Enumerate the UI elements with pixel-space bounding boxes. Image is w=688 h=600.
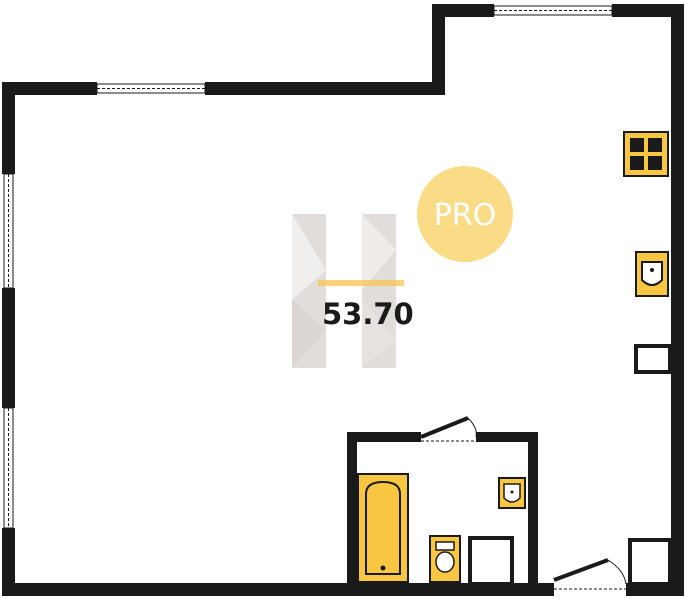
washbasin-icon — [498, 477, 526, 509]
area-label: 53.70 — [322, 297, 414, 331]
toilet-icon — [429, 535, 461, 583]
kitchen-hob-icon — [623, 131, 669, 177]
outer-walls — [2, 4, 684, 596]
entrance-door — [553, 558, 627, 590]
bathtub-icon — [357, 473, 409, 583]
bathroom-door — [420, 416, 477, 442]
h-logo-watermark — [292, 214, 396, 368]
windows — [3, 5, 613, 529]
counter-block — [634, 344, 672, 374]
kitchen-sink-icon — [635, 251, 669, 297]
entrance-closet — [628, 538, 672, 586]
bathroom-cabinet — [468, 536, 514, 586]
bathroom-walls — [347, 432, 538, 588]
area-accent-line — [318, 280, 404, 286]
pro-badge-text: PRO — [434, 198, 497, 233]
pro-badge: PRO — [417, 166, 513, 262]
